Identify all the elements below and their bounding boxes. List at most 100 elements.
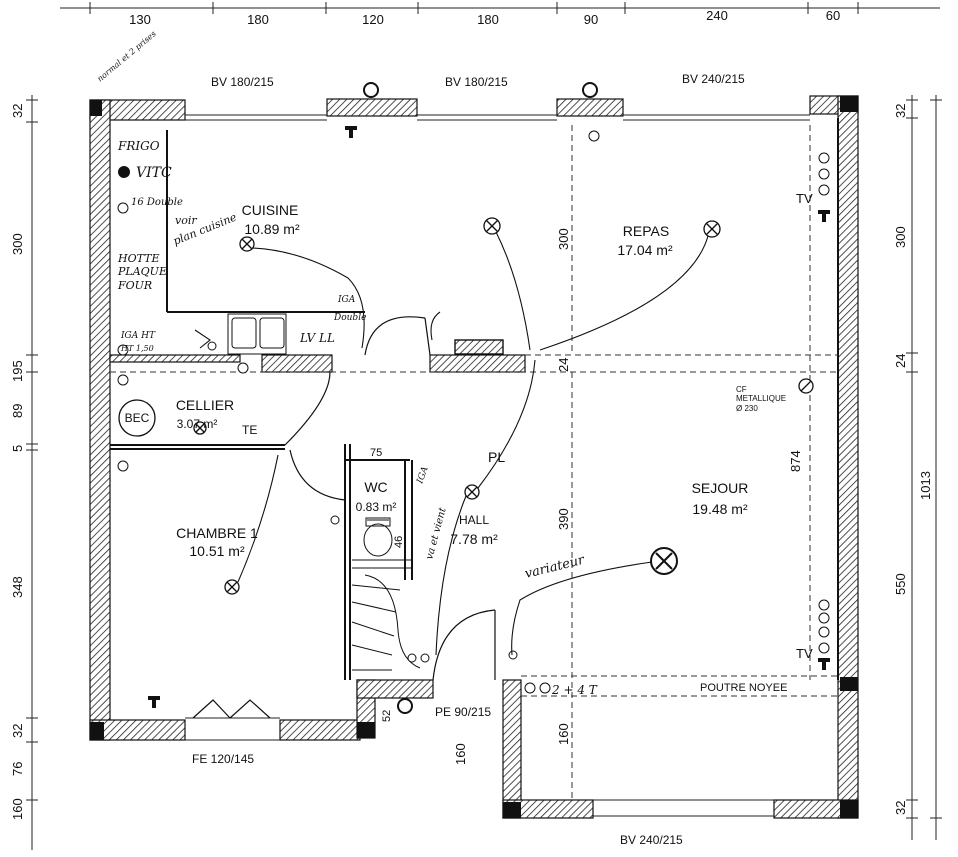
light-hall-icon xyxy=(464,484,480,500)
staircase xyxy=(351,559,421,671)
dim-right-24: 24 xyxy=(893,354,908,368)
dim-sejour-874: 874 xyxy=(788,450,803,472)
dim-left-160: 160 xyxy=(10,798,25,820)
dim-top-240: 240 xyxy=(706,8,728,23)
label-tv-top: TV xyxy=(796,191,813,206)
socket-icon xyxy=(539,682,551,694)
dim-right-550: 550 xyxy=(893,573,908,595)
label-bec: BEC xyxy=(125,411,150,425)
socket-icon xyxy=(818,152,830,164)
dim-right-300: 300 xyxy=(893,226,908,248)
note-vitc: VITC xyxy=(136,165,172,181)
note-va-et-vient: va et vient xyxy=(424,506,449,561)
room-cuisine-area: 10.89 m² xyxy=(244,221,300,237)
socket-icon xyxy=(117,344,129,356)
dim-top-90: 90 xyxy=(584,12,598,27)
label-te: TE xyxy=(242,423,257,437)
socket-icon xyxy=(818,168,830,180)
opening-top-left: BV 180/215 xyxy=(211,75,274,89)
label-metallique: METALLIQUE xyxy=(736,394,786,403)
dim-right-total-1013: 1013 xyxy=(918,471,933,500)
dim-wc-46: 46 xyxy=(393,536,405,548)
note-hotte: HOTTE xyxy=(117,252,160,265)
light-cellier-icon xyxy=(193,421,207,435)
room-hall-name: HALL xyxy=(459,513,489,527)
dim-small-24: 24 xyxy=(556,358,571,372)
dim-left-32: 32 xyxy=(10,104,25,118)
door-swings xyxy=(192,316,496,719)
vmc-dot-icon xyxy=(118,166,130,178)
socket-icon xyxy=(207,341,217,351)
room-repas-area: 17.04 m² xyxy=(617,242,673,258)
dim-top-180-a: 180 xyxy=(247,12,269,27)
beam-lines xyxy=(110,125,838,800)
right-dimension-chain xyxy=(906,95,942,840)
opening-bottom-left: FE 120/145 xyxy=(192,752,254,766)
note-iga-top: IGA xyxy=(337,295,356,305)
room-sejour-area: 19.48 m² xyxy=(692,501,748,517)
light-repas-left-icon xyxy=(483,217,501,235)
roller-shutter-marks xyxy=(363,82,598,714)
room-sejour-name: SEJOUR xyxy=(692,480,749,496)
light-chambre-icon xyxy=(224,579,240,595)
ceiling-light-points xyxy=(193,217,814,595)
opening-top-right: BV 240/215 xyxy=(682,72,745,86)
room-repas-name: REPAS xyxy=(623,223,669,239)
note-voir: voir xyxy=(175,214,197,227)
light-cuisine-icon xyxy=(239,236,255,252)
top-dimension-chain xyxy=(60,2,940,14)
tv-antenna-icons xyxy=(148,126,830,708)
socket-icon xyxy=(508,650,518,660)
cellier-bec-icon xyxy=(118,399,156,437)
dim-right-32: 32 xyxy=(893,104,908,118)
socket-icon xyxy=(588,130,600,142)
note-top-corner: normal et 2 prises xyxy=(96,29,158,83)
socket-icon xyxy=(117,460,129,472)
wiring-curves xyxy=(194,231,709,656)
room-wc-area: 0.83 m² xyxy=(356,500,397,514)
socket-icon xyxy=(330,515,340,525)
note-ht-sub: HT 1,50 xyxy=(120,344,154,353)
dim-top-120: 120 xyxy=(362,12,384,27)
dim-left-348: 348 xyxy=(10,576,25,598)
socket-icon xyxy=(117,202,129,214)
socket-icon xyxy=(818,612,830,624)
room-wc-name: WC xyxy=(364,479,387,495)
room-cuisine-name: CUISINE xyxy=(242,202,299,218)
window-frames xyxy=(185,114,810,817)
room-hall-area: 7.78 m² xyxy=(450,531,498,547)
dim-left-195: 195 xyxy=(10,360,25,382)
dim-left-300: 300 xyxy=(10,233,25,255)
dim-wc-75: 75 xyxy=(370,447,382,459)
dim-left-5: 5 xyxy=(10,445,25,452)
dim-right-32b: 32 xyxy=(893,801,908,815)
note-double: 16 Double xyxy=(131,197,183,208)
dim-top-130: 130 xyxy=(129,12,151,27)
room-chambre-name: CHAMBRE 1 xyxy=(176,525,258,541)
socket-icon xyxy=(420,653,430,663)
room-cellier-name: CELLIER xyxy=(176,397,234,413)
shutter-icon xyxy=(582,82,598,98)
socket-icon xyxy=(818,184,830,196)
wall-sockets xyxy=(117,130,830,694)
note-entry: 2 + 4 T xyxy=(551,683,598,697)
opening-top-mid: BV 180/215 xyxy=(445,75,508,89)
note-iga-double: Double xyxy=(333,313,366,323)
room-cellier-area: 3.07 m² xyxy=(177,417,218,431)
note-iga-ht: IGA HT xyxy=(120,331,156,341)
light-sejour-icon xyxy=(650,547,678,575)
shutter-icon xyxy=(397,698,413,714)
note-lv-ll: LV LL xyxy=(299,331,335,345)
dim-top-60: 60 xyxy=(826,8,840,23)
label-tv-bottom: TV xyxy=(796,646,813,661)
light-repas-right-icon xyxy=(703,220,721,238)
dim-garage-160: 160 xyxy=(556,723,571,745)
socket-icon xyxy=(818,599,830,611)
opening-entry-door: PE 90/215 xyxy=(435,705,491,719)
note-plaque: PLAQUE xyxy=(117,265,167,278)
label-cf: CF xyxy=(736,385,747,394)
dim-left-32b: 32 xyxy=(10,724,25,738)
note-iga-wc: IGA xyxy=(415,465,431,486)
socket-icon xyxy=(524,682,536,694)
